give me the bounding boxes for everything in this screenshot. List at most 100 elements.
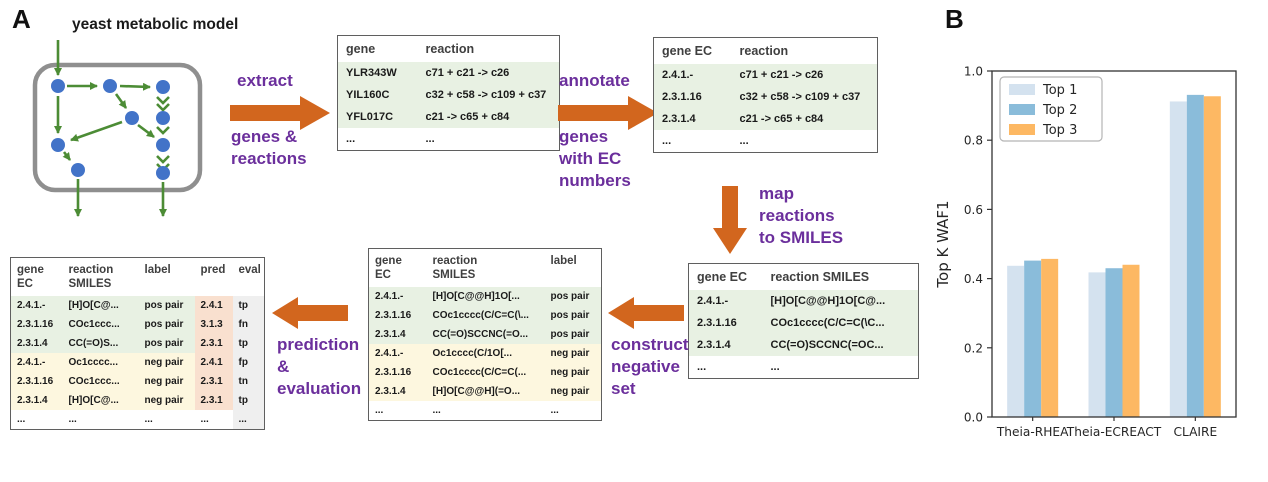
legend-swatch [1009,84,1035,95]
legend-swatch [1009,124,1035,135]
table-row: ...... [654,130,878,153]
table-cell: ... [200,414,209,425]
y-tick-label: 0.0 [964,411,983,425]
table-cell: CC(=O)SCCNC(=OC... [762,334,919,356]
table-cell: pos pair [544,306,602,325]
bar [1088,272,1106,417]
table-cell: 2.3.1.16 [10,315,63,334]
table-cell: COc1cccc(C/C=C(... [426,363,545,382]
reaction-arrows [54,40,170,217]
panel-b-label: B [945,4,964,34]
table-row: 2.4.1.-[H]O[C@@H]1O[C@... [688,290,919,312]
table-cell: ... [232,410,265,430]
x-tick-label: CLAIRE [1173,425,1217,439]
table-cell: YFL017C [337,106,418,128]
table-cell: neg pair [544,363,602,382]
topk-waf1-bar-chart: 0.00.20.40.60.81.0Theia-RHEATheia-ECREAC… [934,65,1237,439]
table-cell: 2.3.1.4 [10,391,63,410]
x-tick-label: Theia-ECREACT [1066,425,1162,439]
table-cell: 2.3.1.4 [368,325,427,344]
arrow-right-icon [230,96,330,130]
column-header: gene EC [697,270,748,284]
arrow-right-icon [558,96,658,130]
table-row: ...... [338,128,560,151]
column-header: reaction [739,44,789,58]
table-cell: Oc1cccc... [62,353,139,372]
table-cell: 2.3.1.16 [10,372,63,391]
table-cell: ... [375,405,384,416]
table-cell: ... [68,414,77,425]
table-cell: ... [662,135,672,147]
table-cell: COc1cccc(C/C=C(\C... [762,312,919,334]
column-header: eval [238,264,261,276]
table-cell: tp [232,391,265,410]
step-extract-title: extract [237,71,293,90]
table-cell: 2.3.1 [194,334,233,353]
metabolite-nodes [51,79,170,180]
table-cell: 2.3.1 [194,391,233,410]
table-cell: [H]O[C@@H](=O... [426,382,545,401]
bar [1203,96,1221,418]
metabolic-network-diagram [32,40,203,217]
table-cell: ... [739,135,749,147]
table-cell: c21 -> c65 + c84 [417,106,560,128]
table-cell: pos pair [138,315,195,334]
column-header: label [550,255,577,267]
bar [1169,101,1187,417]
column-header: gene EC [662,44,713,58]
table-cell: c71 + c21 -> c26 [731,64,878,86]
table-header-row: gene EC reaction [654,38,878,65]
table-cell: ... [770,361,780,373]
legend-swatch [1009,104,1035,115]
step-predict-title: prediction & evaluation [277,335,362,398]
column-header: gene EC [17,264,44,290]
bar [1007,265,1025,417]
table-cell: ... [432,405,441,416]
table-cell: c32 + c58 -> c109 + c37 [417,84,560,106]
table-cell: ... [17,414,26,425]
y-tick-label: 0.2 [964,341,983,355]
table-cell: tn [232,372,265,391]
table-cell: YIL160C [337,84,418,106]
table-row: 2.3.1.4[H]O[C@@H](=O...neg pair [368,382,602,401]
table-cell: COc1ccc... [62,315,139,334]
table-cell: tp [232,296,265,315]
arrow-left-icon [272,297,348,329]
table-row: 2.4.1.-Oc1cccc(C/1O[...neg pair [368,344,602,363]
y-tick-label: 0.8 [964,134,983,148]
bar [1024,260,1042,417]
x-tick-label: Theia-RHEA [996,425,1069,439]
table-cell: c32 + c58 -> c109 + c37 [731,86,878,108]
table-cell: 2.3.1.16 [688,312,763,334]
step-extract-subtitle: genes & reactions [231,127,307,168]
table-cell: neg pair [544,382,602,401]
bar [1105,268,1123,417]
step-map-title: map reactions to SMILES [759,184,844,247]
column-header: gene EC [375,255,402,281]
column-header: gene [346,42,376,56]
column-header: reaction SMILES [68,264,114,290]
cell-boundary [32,62,203,193]
table-cell: [H]O[C@@H]1O[... [426,287,545,306]
table-cell: c71 + c21 -> c26 [417,62,560,84]
table-cell: [H]O[C@... [62,296,139,315]
table-cell: 2.4.1 [194,353,233,372]
table-cell: 2.3.1.16 [368,363,427,382]
step-annotate-subtitle: genes with EC numbers [559,127,631,190]
step-annotate-title: annotate [559,71,630,90]
table-cell: pos pair [138,296,195,315]
